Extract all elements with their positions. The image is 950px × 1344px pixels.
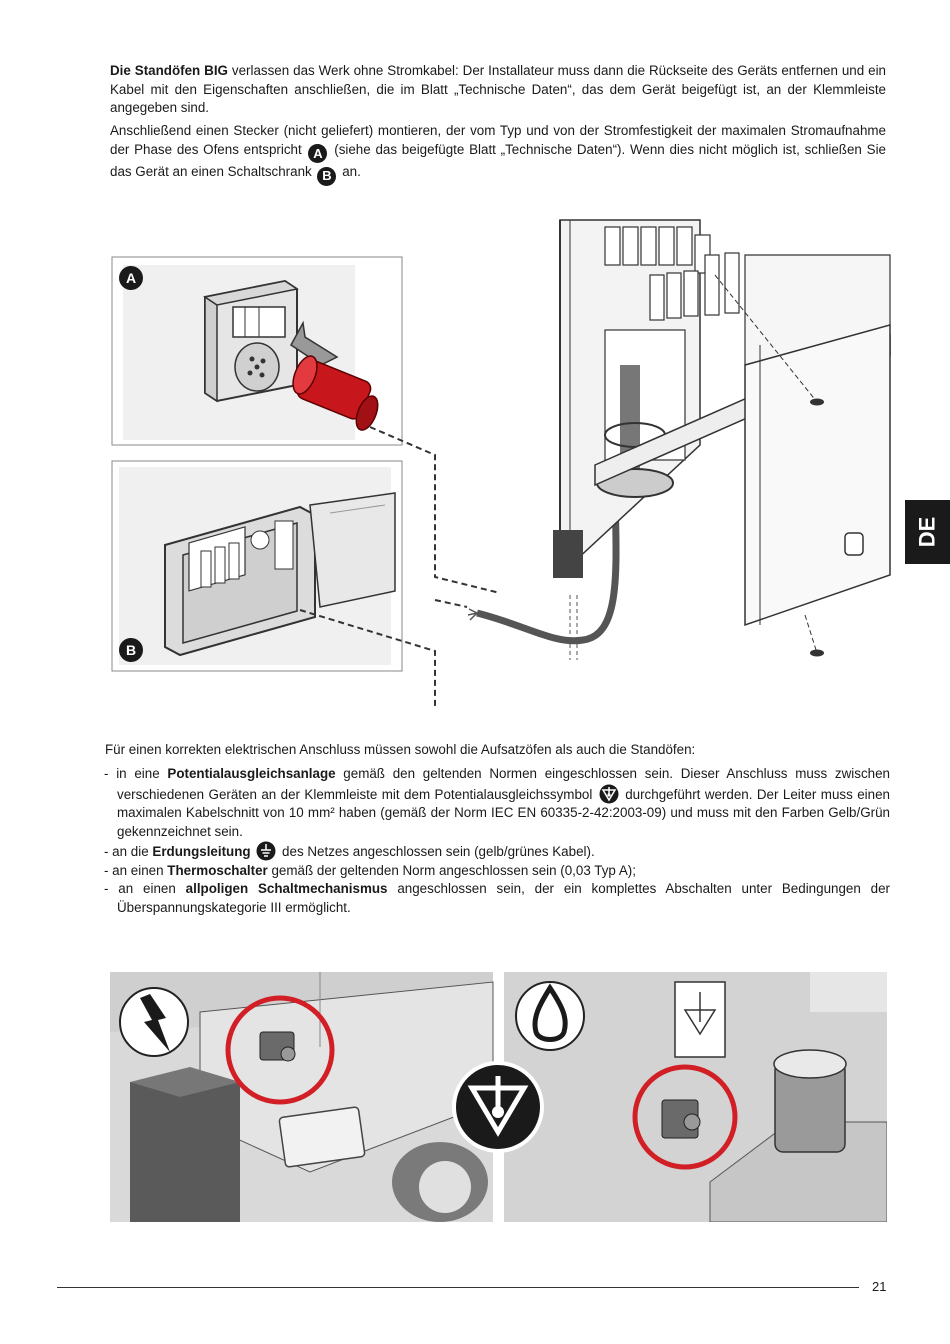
list-item-prefix: - an einen — [104, 881, 186, 896]
list-item-bold: Potentialausgleichsanlage — [167, 766, 336, 781]
list-item: - an die Erdungsleitung des Netzes anges… — [104, 841, 890, 862]
flame-icon — [515, 981, 585, 1051]
intro-paragraph-1: Die Standöfen BIG verlassen das Werk ohn… — [110, 62, 886, 118]
equipotential-icon — [452, 1061, 544, 1153]
list-item-text: angeschlossen sein, der ein komplettes A… — [117, 881, 890, 915]
list-item-prefix: - an die — [104, 844, 153, 859]
equipotential-terminal-illustrations — [110, 972, 887, 1222]
list-item: - in eine Potentialausgleichsanlage gemä… — [104, 765, 890, 841]
intro-paragraph-2-text-c: an. — [342, 164, 361, 180]
list-item-prefix: - an einen — [104, 862, 168, 878]
gas-oven-terminal-panel — [504, 972, 887, 1222]
list-item-bold: allpoligen Schaltmechanismus — [185, 881, 388, 896]
list-item-text: gemäß den geltenden Normen eingeschlosse… — [117, 766, 890, 802]
list-item-text-continued: durchgeführt werden. Der Leiter muss ein… — [117, 786, 890, 839]
badge-a: A — [308, 144, 328, 164]
list-item-bold: Erdungsleitung — [152, 844, 251, 859]
intro-paragraph-2-text-b: (siehe das beigefügte Blatt „Technische … — [110, 141, 886, 180]
language-tab: DE — [905, 500, 950, 564]
intro-bold-term: Die Standöfen BIG — [110, 63, 228, 78]
badge-b: B — [317, 167, 337, 186]
electrical-connection-illustration: A B — [111, 219, 891, 709]
equipotential-icon — [599, 784, 619, 803]
language-tab-label: DE — [914, 516, 940, 548]
requirements-list: - in eine Potentialausgleichsanlage gemä… — [104, 765, 890, 917]
list-item-text: des Netzes angeschlossen sein (gelb/grün… — [278, 844, 595, 859]
lightning-icon — [119, 987, 189, 1057]
list-item-bold: Thermoschalter — [167, 862, 268, 878]
red-plug — [292, 355, 379, 431]
list-item: - an einen allpoligen Schaltmechanismus … — [104, 880, 890, 917]
footer-rule — [57, 1287, 859, 1288]
requirements-lead: Für einen korrekten elektrischen Anschlu… — [105, 742, 696, 757]
earth-ground-icon — [256, 841, 276, 861]
intro-paragraph-2: Anschließend einen Stecker (nicht gelief… — [110, 122, 886, 186]
list-item-prefix: - in eine — [104, 766, 168, 781]
intro-paragraph-1-text: verlassen das Werk ohne Stromkabel: Der … — [110, 63, 886, 115]
panel-b-label: B — [126, 642, 136, 658]
panel-b-distribution-box: B — [111, 460, 403, 672]
list-item: - an einen Thermoschalter gemäß der gelt… — [104, 862, 890, 881]
panel-a-label: A — [126, 270, 136, 286]
oven-back-panel — [553, 219, 891, 657]
list-item-text: gemäß der geltenden Norm angeschlossen s… — [267, 862, 636, 878]
panel-a-socket: A — [111, 256, 403, 446]
page-number: 21 — [872, 1279, 887, 1294]
intro-paragraph-2-text-a: Anschließend einen Stecker (nicht gelief… — [110, 123, 886, 157]
electric-oven-terminal-panel — [110, 972, 494, 1222]
